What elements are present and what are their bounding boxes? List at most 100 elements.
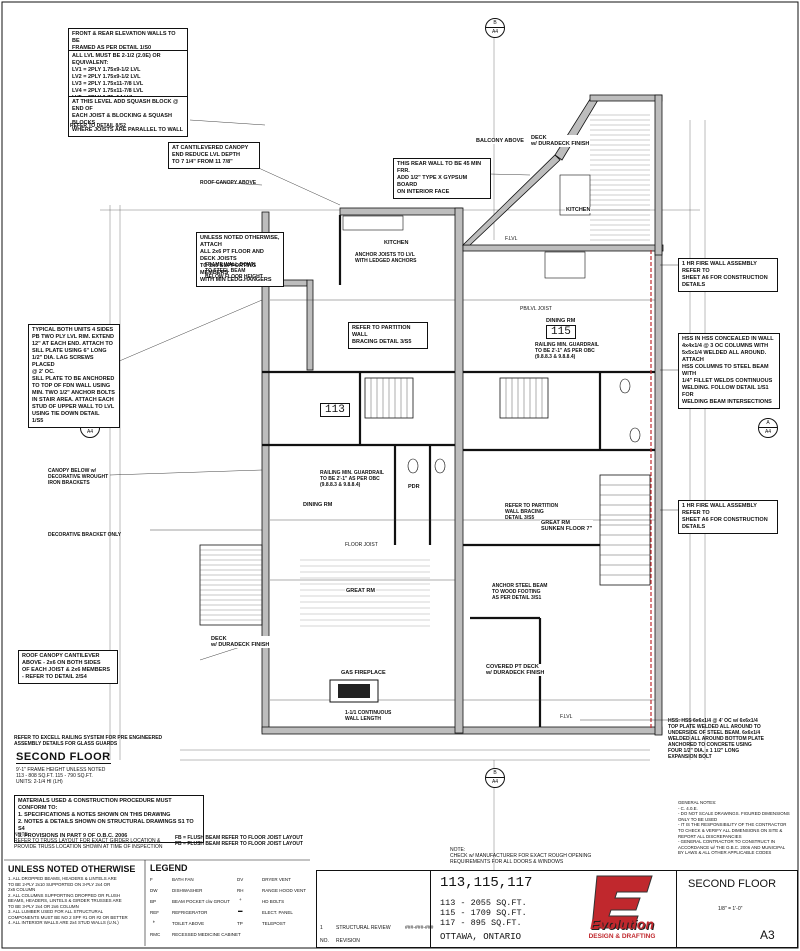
room-covered-deck: COVERED PT DECK w/ DURADECK FINISH — [485, 664, 546, 676]
revision-header-desc: REVISION — [336, 938, 360, 944]
deck-hatch-left — [199, 544, 263, 626]
room-dining-left: DINING RM — [302, 502, 334, 508]
notes-panel-lines — [4, 859, 310, 946]
general-notes: GENERAL NOTES: - C. 4.0.E. - DO NOT SCAL… — [678, 800, 790, 856]
legend-code: DW — [150, 888, 158, 893]
plumbing-fixtures — [407, 378, 641, 474]
legend-item: DRYER VENT — [262, 877, 291, 882]
legend-code: F — [150, 877, 153, 882]
room-pdr: PDR — [407, 484, 421, 490]
sheet-title: SECOND FLOOR — [688, 878, 777, 890]
legend-code: REF — [150, 910, 159, 915]
legend-item: HD BOLTS — [262, 899, 285, 904]
sheet-number: A3 — [760, 928, 775, 942]
legend-code: BP — [150, 899, 157, 904]
stair-center — [364, 377, 549, 419]
legend-item: TELEPOST — [262, 921, 286, 926]
unit-115: 115 — [546, 325, 576, 339]
note-canopy-below: CANOPY BELOW w/ DECORATIVE WROUGHT IRON … — [48, 468, 109, 486]
unless-title: UNLESS NOTED OTHERWISE — [8, 864, 136, 874]
room-deck-left: DECK w/ DURADECK FINISH — [210, 636, 271, 648]
legend-item: BEAM POCKET c/w GROUT — [172, 899, 230, 904]
room-deck-top: DECK w/ DURADECK FINISH — [530, 135, 591, 147]
company-logo: Evolution DESIGN & DRAFTING — [572, 872, 672, 946]
note-rear-wall: THIS REAR WALL TO BE 45 MIN FRR. ADD 1/2… — [393, 158, 491, 199]
unit-113: 113 — [320, 403, 350, 417]
note-roof-canopy: ROOF CANOPY CANTILEVER ABOVE - 2x6 ON BO… — [18, 650, 118, 684]
sheet-title-box — [676, 870, 798, 948]
note-refer-partition-2: REFER TO PARTITION WALL BRACING DETAIL 3… — [505, 503, 559, 521]
note-unless-attach: UNLESS NOTED OTHERWISE, ATTACH ALL 2x6 P… — [196, 232, 284, 287]
note-hss-right: HSS IN HSS CONCEALED IN WALL 4x4x1/4 @ 3… — [678, 333, 780, 409]
note-anchor-joists: ANCHOR JOISTS TO LVL WITH LEDGED ANCHORS — [355, 252, 417, 264]
note-cantilever: AT CANTILEVERED CANOPY END REDUCE LVL DE… — [168, 142, 260, 169]
floor-title: SECOND FLOOR — [16, 751, 111, 764]
project-number: 113,115,117 — [440, 875, 533, 891]
legend-code: RH — [237, 888, 244, 893]
revision-description: STRUCTURAL REVIEW — [336, 925, 391, 931]
logo-emblem-icon — [591, 875, 653, 929]
legend-item: RANGE HOOD VENT — [262, 888, 307, 893]
note-roof-canopy-above: ROOF CANOPY ABOVE — [200, 180, 257, 186]
note-refer-partition: REFER TO PARTITION WALL BRACING DETAIL 3… — [348, 322, 428, 349]
legend-code: DV — [237, 877, 244, 882]
note-excel-railing: REFER TO EXCELL RAILING SYSTEM FOR PRE E… — [14, 735, 163, 747]
label-floor-joist-1: PB/LVL JOIST — [520, 306, 552, 312]
bolt-symbol: + — [239, 897, 242, 902]
unless-text: 1. ALL DROPPED BEAMS, HEADERS & LINTELS … — [8, 876, 128, 925]
continuous-lintel: 1-1/1 CONTINUOUS WALL LENGTH — [345, 710, 392, 722]
floor-info: 9'-1" FRAME HEIGHT UNLESS NOTED 113 - 80… — [16, 767, 106, 785]
note-railing-2: RAILING MIN. GUARDRAIL TO BE 2'-1" AS PE… — [535, 342, 599, 360]
revision-header-num: NO. — [320, 938, 329, 944]
note-decorative: DECORATIVE BRACKET ONLY — [48, 532, 122, 538]
note-anchor-steel: ANCHOR STEEL BEAM TO WOOD FOOTING AS PER… — [492, 583, 548, 601]
kitchen-counters — [342, 174, 591, 279]
revision-block — [316, 870, 431, 948]
legend-item: ELECT. PANEL — [262, 910, 293, 915]
deck-hatch-top — [590, 114, 650, 241]
revision-date: ###-###-### — [405, 925, 434, 931]
project-city: OTTAWA, ONTARIO — [440, 932, 522, 942]
sheet-scale: 1/8" = 1'-0" — [718, 906, 743, 912]
note-typical-both: TYPICAL BOTH UNITS 4 SIDES PB TWO PLY LV… — [28, 324, 120, 428]
note-hss-bottom: HSS: HSS 6x6x1/4 @ 4' OC w/ 6x6x1/4 TOP … — [668, 718, 765, 760]
legend-item: TOILET ABOVE — [172, 921, 205, 926]
legend-item: RECESSED MEDICINE CABINET — [172, 932, 241, 937]
girder-note: NOTE: REFER TO TRUSS LAYOUT FOR EXACT GI… — [14, 832, 163, 850]
materials-note: MATERIALS USED & CONSTRUCTION PROCEDURE … — [14, 795, 204, 843]
note-railing-1: RAILING MIN. GUARDRAIL TO BE 2'-1" AS PE… — [320, 470, 384, 488]
room-dining-right: DINING RM — [545, 318, 577, 324]
legend-item: REFRIGERATOR — [172, 910, 208, 915]
note-frame-wall: FRAME WALL DOWN TO STEEL BEAM BELOW FLOO… — [205, 262, 263, 280]
note-fire-wall-1: 1 HR FIRE WALL ASSEMBLY REFER TO SHEET A… — [678, 258, 778, 292]
note-refer-s2: REFER TO DETAIL 8/S2 — [70, 123, 126, 129]
room-great-left: GREAT RM — [345, 588, 376, 594]
note-squash: AT THIS LEVEL ADD SQUASH BLOCK @ END OF … — [68, 96, 188, 137]
leader-lines — [109, 119, 705, 721]
great-room-hatch — [300, 559, 430, 627]
room-kitchen-left: KITCHEN — [383, 240, 410, 246]
label-f-lvl-1: F.LVL — [505, 236, 518, 242]
legend-title: LEGEND — [150, 863, 188, 873]
interior-walls — [262, 215, 655, 727]
flush-beam-note: FB = FLUSH BEAM REFER TO FLOOR JOIST LAY… — [175, 835, 303, 847]
room-balcony: BALCONY ABOVE — [475, 138, 525, 144]
toilet-symbol: ◑ — [152, 919, 155, 924]
exterior-walls — [261, 94, 664, 736]
note-lvl: ALL LVL MUST BE 2-1/2 (2.0E) OR EQUIVALE… — [68, 50, 188, 105]
manufacturer-note: NOTE: CHECK w/ MANUFACTURER FOR EXACT RO… — [450, 847, 592, 865]
company-name: Evolution — [590, 916, 654, 932]
room-kitchen-right: KITCHEN — [565, 207, 592, 213]
room-great-right: GREAT RM SUNKEN FLOOR 7" — [540, 520, 594, 532]
room-gas-fireplace: GAS FIREPLACE — [340, 670, 387, 676]
panel-symbol: ▬ — [238, 908, 243, 913]
stair-right — [599, 474, 651, 586]
note-fire-wall-2: 1 HR FIRE WALL ASSEMBLY REFER TO SHEET A… — [678, 500, 778, 534]
company-tagline: DESIGN & DRAFTING — [588, 933, 656, 940]
legend-code: TP — [237, 921, 243, 926]
label-f-lvl-2: F.LVL — [560, 714, 573, 720]
project-areas: 113 - 2055 SQ.FT. 115 - 1709 SQ.FT. 117 … — [440, 898, 527, 928]
